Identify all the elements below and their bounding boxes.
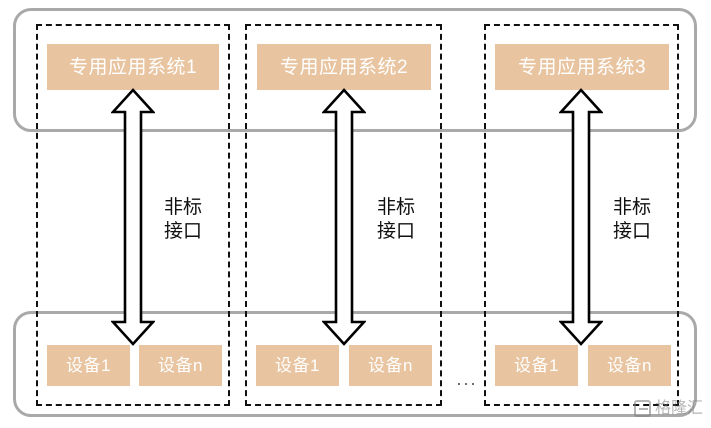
ellipsis-more-columns: ... [456, 369, 478, 389]
interface-label-2: 非标 接口 [368, 196, 424, 245]
device-layer-band [13, 311, 697, 417]
app-system-box-3: 专用应用系统3 [495, 44, 669, 90]
device-box-1-n: 设备n [139, 345, 222, 386]
watermark: 格隆汇 [634, 400, 703, 417]
device-box-2-1: 设备1 [256, 345, 339, 386]
bidirectional-arrow-icon-3 [559, 88, 603, 346]
app-system-box-2: 专用应用系统2 [257, 44, 431, 90]
interface-label-1-line2: 接口 [163, 221, 202, 243]
system-column-1 [36, 24, 230, 406]
interface-label-2-line1: 非标 [376, 197, 415, 218]
system-column-3 [484, 24, 679, 406]
device-box-3-n: 设备n [588, 345, 671, 386]
interface-label-1: 非标 接口 [155, 196, 211, 245]
app-system-box-1: 专用应用系统1 [47, 44, 219, 90]
watermark-logo-icon [634, 400, 651, 417]
system-column-2 [245, 24, 442, 406]
device-box-2-n: 设备n [349, 345, 432, 386]
device-box-1-1: 设备1 [47, 345, 130, 386]
interface-label-3-line1: 非标 [612, 197, 651, 218]
interface-label-1-line1: 非标 [163, 197, 202, 218]
interface-label-2-line2: 接口 [376, 221, 415, 243]
clipped-top-caption [130, 0, 550, 2]
application-layer-band [13, 8, 697, 132]
watermark-text: 格隆汇 [655, 399, 704, 417]
device-box-3-1: 设备1 [495, 345, 578, 386]
interface-label-3-line2: 接口 [612, 221, 651, 243]
interface-label-3: 非标 接口 [604, 196, 660, 245]
bidirectional-arrow-icon-1 [111, 88, 155, 346]
bidirectional-arrow-icon-2 [322, 88, 366, 346]
